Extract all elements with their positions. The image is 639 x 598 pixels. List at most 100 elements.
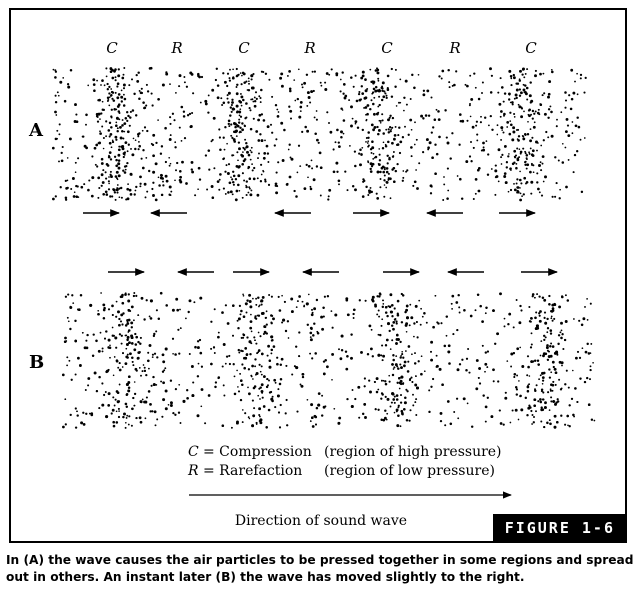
air-particle <box>469 314 473 318</box>
air-particle <box>540 388 544 392</box>
air-particle <box>365 137 368 139</box>
air-particle <box>445 334 448 337</box>
air-particle <box>95 112 99 116</box>
air-particle <box>322 306 325 309</box>
air-particle <box>391 310 394 313</box>
air-particle <box>501 129 504 131</box>
air-particle <box>133 292 136 294</box>
air-particle <box>524 150 527 153</box>
air-particle <box>350 333 353 336</box>
air-particle <box>367 131 370 134</box>
air-particle <box>105 75 108 78</box>
air-particle <box>458 363 462 366</box>
air-particle <box>230 134 233 137</box>
air-particle <box>341 71 344 74</box>
air-particle <box>249 305 253 309</box>
air-particle <box>502 423 505 426</box>
air-particle <box>266 125 270 129</box>
air-particle <box>242 333 246 337</box>
air-particle <box>242 72 244 75</box>
air-particle <box>411 381 414 383</box>
air-particle <box>553 367 557 371</box>
air-particle <box>480 115 482 118</box>
air-particle <box>475 124 478 127</box>
air-particle <box>502 131 505 134</box>
air-particle <box>279 378 283 381</box>
air-particle <box>114 135 118 139</box>
air-particle <box>470 160 473 163</box>
air-particle <box>169 116 172 119</box>
air-particle <box>518 178 522 182</box>
air-particle <box>267 344 270 348</box>
air-particle <box>381 87 384 90</box>
air-particle <box>371 299 375 303</box>
air-particle <box>190 365 194 368</box>
air-particle <box>81 331 84 334</box>
air-particle <box>169 401 173 405</box>
air-particle <box>135 417 138 420</box>
air-particle <box>115 359 119 363</box>
air-particle <box>368 324 372 328</box>
air-particle <box>126 319 129 322</box>
air-particle <box>268 379 270 382</box>
air-particle <box>139 420 143 424</box>
air-particle <box>245 180 248 183</box>
air-particle <box>514 408 518 412</box>
air-particle <box>326 111 329 114</box>
air-particle <box>174 353 177 356</box>
air-particle <box>240 379 243 382</box>
air-particle <box>142 101 145 104</box>
air-particle <box>137 135 140 138</box>
air-particle <box>570 68 574 72</box>
air-particle <box>274 182 278 186</box>
air-particle <box>213 167 216 170</box>
air-particle <box>219 148 222 152</box>
air-particle <box>576 350 580 353</box>
air-particle <box>192 92 195 95</box>
air-particle <box>64 336 67 340</box>
air-particle <box>415 375 417 377</box>
air-particle <box>550 68 553 71</box>
air-particle <box>533 112 536 115</box>
air-particle <box>478 382 482 385</box>
air-particle <box>126 161 129 165</box>
air-particle <box>574 387 577 390</box>
air-particle <box>571 121 574 123</box>
air-particle <box>315 118 318 121</box>
air-particle <box>366 352 370 356</box>
air-particle <box>468 371 471 374</box>
air-particle <box>403 360 407 364</box>
air-particle <box>117 166 121 170</box>
air-particle <box>117 159 121 162</box>
air-particle <box>322 405 326 409</box>
air-particle <box>404 79 408 83</box>
air-particle <box>286 320 290 323</box>
air-particle <box>247 153 251 157</box>
air-particle <box>416 187 419 190</box>
air-particle <box>390 95 394 98</box>
air-particle <box>382 170 386 174</box>
air-particle <box>409 377 412 380</box>
air-particle <box>511 103 514 106</box>
air-particle <box>370 328 373 331</box>
air-particle <box>547 116 550 120</box>
air-particle <box>152 170 156 174</box>
air-particle <box>311 308 313 311</box>
air-particle <box>397 367 400 370</box>
air-particle <box>223 80 227 84</box>
air-particle <box>563 338 567 342</box>
air-particle <box>256 177 259 180</box>
air-particle <box>534 74 537 78</box>
air-particle <box>358 152 361 155</box>
air-particle <box>385 94 388 97</box>
air-particle <box>392 368 395 370</box>
air-particle <box>58 123 61 126</box>
air-particle <box>299 383 302 386</box>
air-particle <box>494 169 498 173</box>
air-particle <box>120 100 123 103</box>
air-particle <box>522 147 525 150</box>
air-particle <box>513 112 516 116</box>
air-particle <box>120 334 123 337</box>
air-particle <box>550 383 553 387</box>
air-particle <box>567 158 570 161</box>
